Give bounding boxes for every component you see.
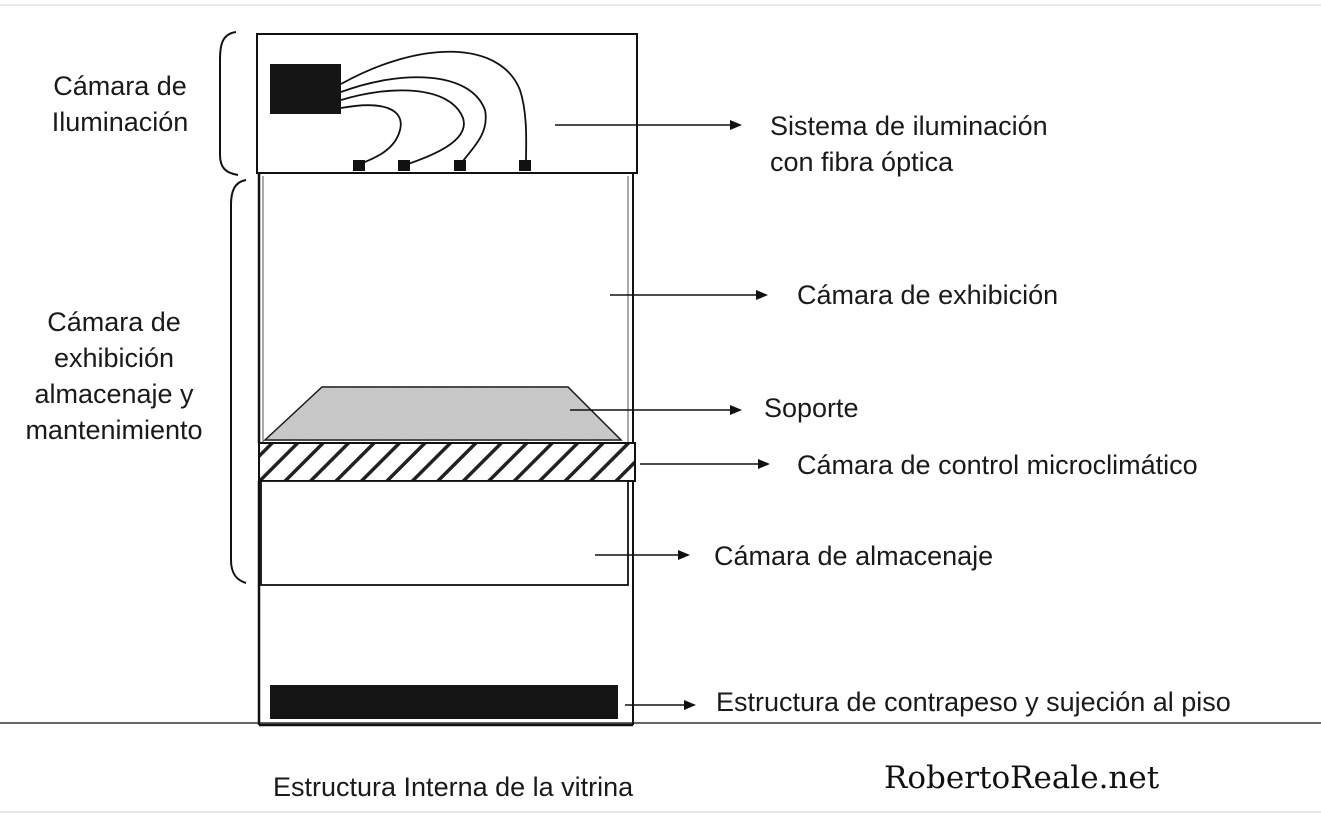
label-microclimate-chamber: Cámara de control microclimático — [797, 450, 1198, 480]
counterweight-block — [270, 685, 618, 719]
label-exhibition-group-line1: Cámara de — [47, 307, 181, 337]
label-support: Soporte — [764, 393, 859, 423]
label-exhibition-group-line3: almacenaje y — [34, 379, 194, 409]
label-lighting-chamber-line2: Iluminación — [51, 107, 189, 137]
label-storage-chamber: Cámara de almacenaje — [714, 541, 994, 571]
label-counterweight: Estructura de contrapeso y sujeción al p… — [716, 687, 1231, 717]
bracket-exhibition-group — [230, 179, 247, 584]
label-exhibition-group-line4: mantenimiento — [25, 415, 203, 445]
label-exhibition-group: Cámara de exhibición almacenaje y manten… — [4, 304, 224, 448]
light-source-block — [270, 64, 341, 114]
watermark-text: RobertoReale.net — [884, 760, 1160, 796]
label-lighting-chamber-line1: Cámara de — [53, 71, 187, 101]
label-lighting-chamber: Cámara de Iluminación — [30, 68, 210, 140]
label-lighting-system: Sistema de iluminación con fibra óptica — [770, 108, 1048, 180]
storage-chamber-box — [260, 480, 629, 586]
label-exhibition-chamber: Cámara de exhibición — [797, 280, 1059, 310]
diagram-caption: Estructura Interna de la vitrina — [273, 772, 634, 802]
microclimate-band — [258, 442, 636, 482]
label-lighting-system-line1: Sistema de iluminación — [770, 111, 1048, 141]
fiber-terminals — [353, 160, 531, 171]
label-exhibition-group-line2: exhibición — [53, 343, 175, 373]
bracket-lighting — [219, 31, 239, 176]
fiber-optic-cables — [340, 50, 528, 166]
label-lighting-system-line2: con fibra óptica — [770, 147, 954, 177]
